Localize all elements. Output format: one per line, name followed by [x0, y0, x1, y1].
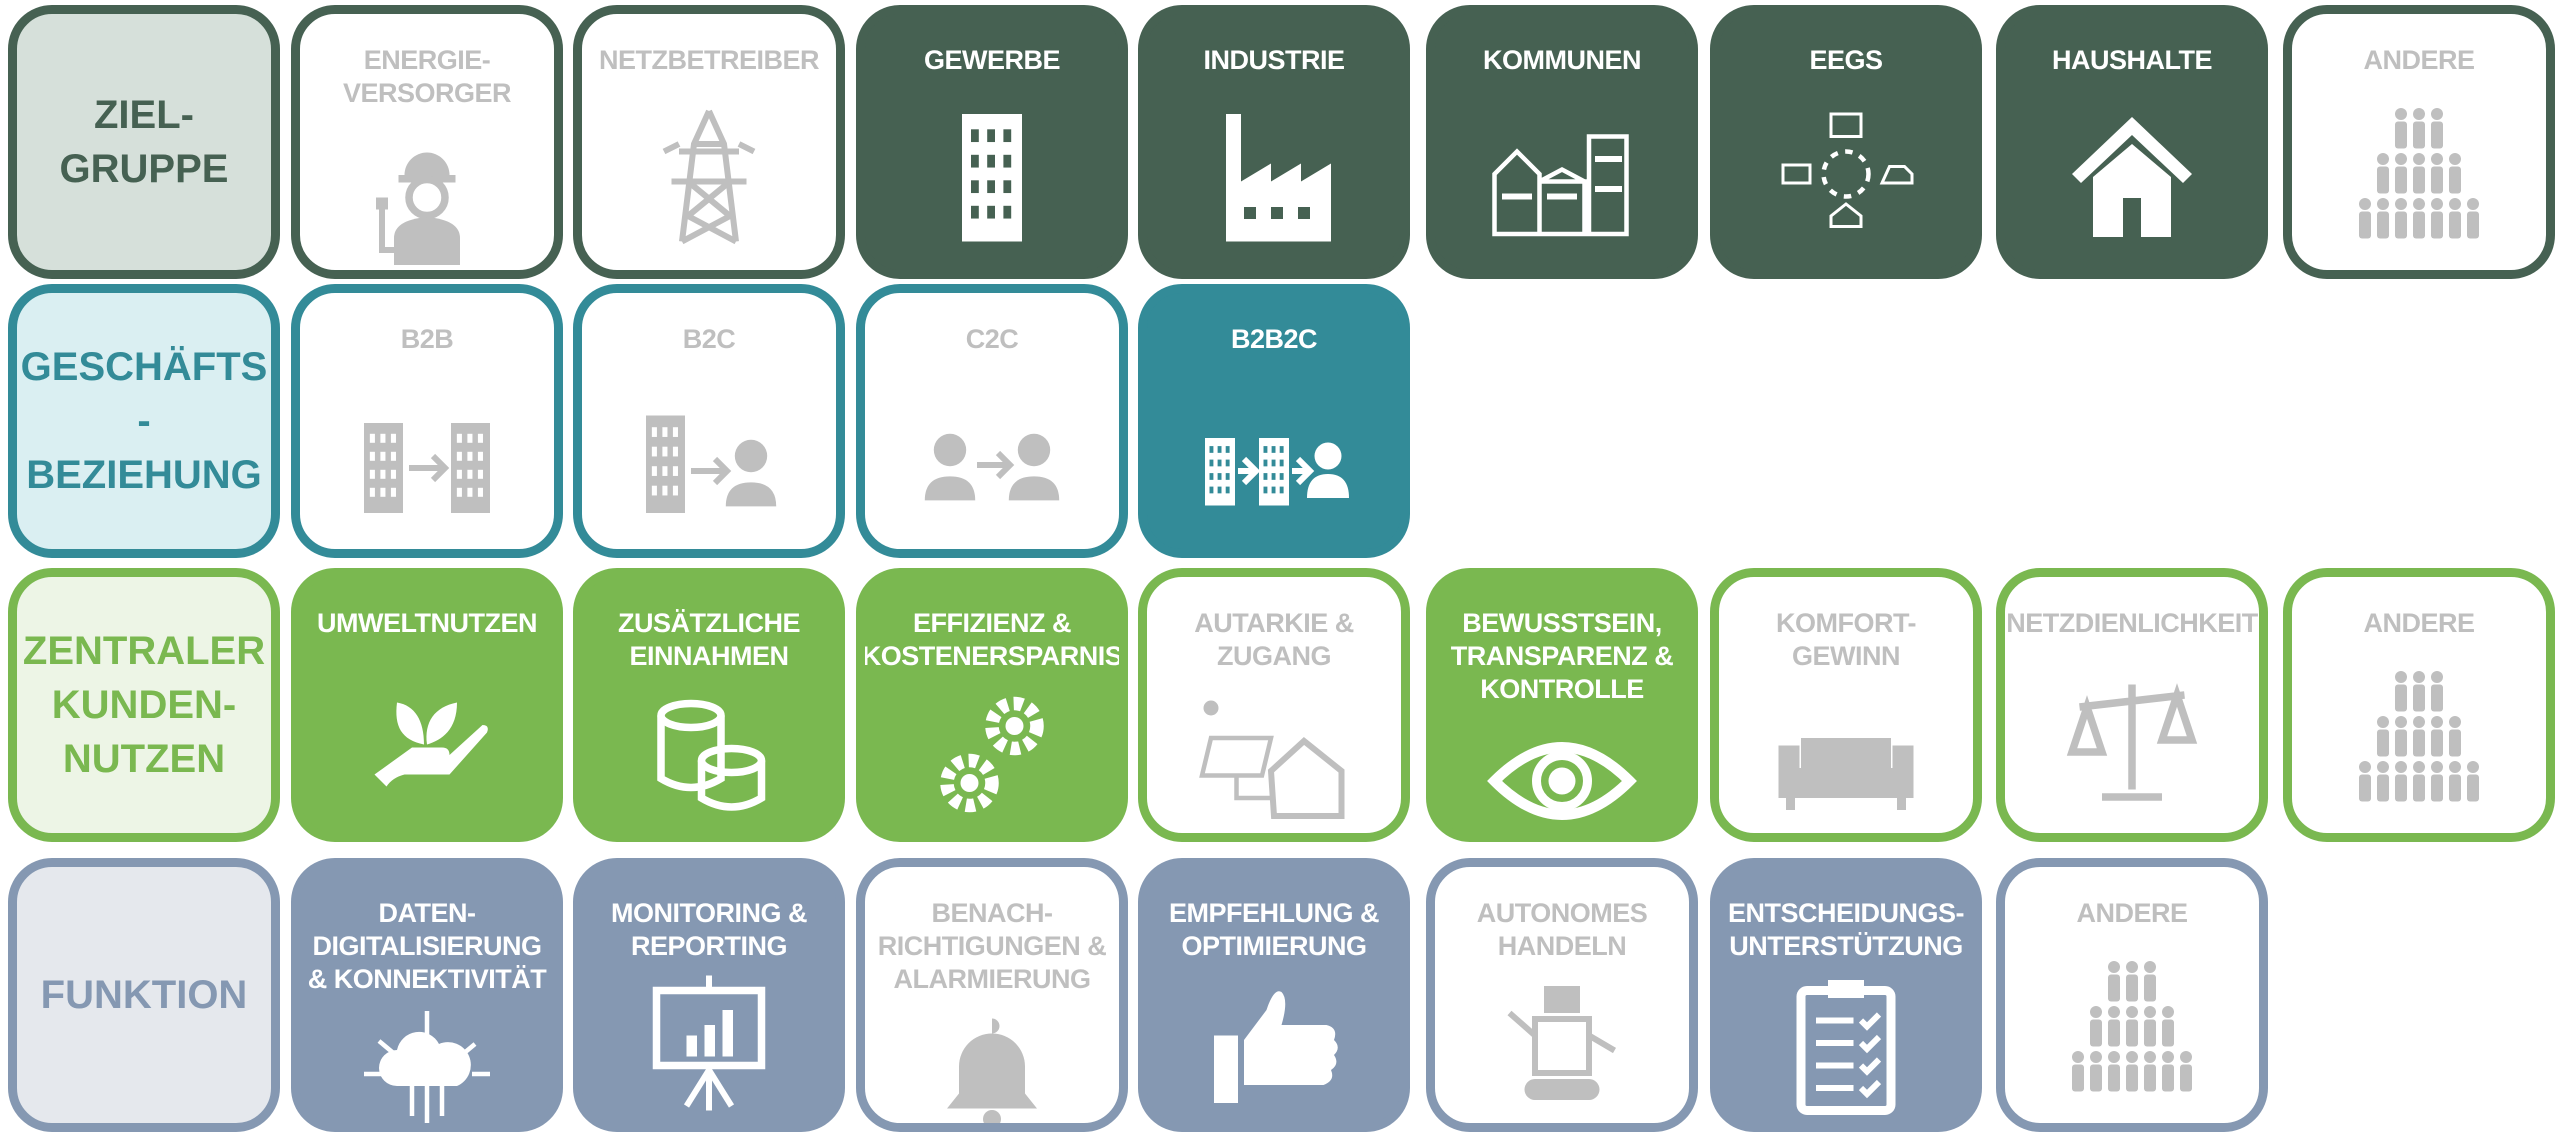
- bell-icon: [865, 996, 1119, 1123]
- option-label: ANDERE: [2076, 898, 2188, 928]
- option-tile-geschaeftsbeziehung-3[interactable]: C2C: [856, 284, 1128, 558]
- option-tile-funktion-5[interactable]: AUTONOMES HANDELN: [1426, 858, 1698, 1132]
- row-header-geschaeftsbeziehung: GESCHÄFTS -BEZIEHUNG: [8, 284, 280, 558]
- option-tile-kundennutzen-4[interactable]: AUTARKIE & ZUGANG: [1138, 568, 1410, 842]
- sofa-icon: [1719, 673, 1973, 833]
- option-label: NETZDIENLICHKEIT: [2006, 608, 2258, 638]
- option-tile-funktion-1[interactable]: DATEN- DIGITALISIERUNG & KONNEKTIVITÄT: [291, 858, 563, 1132]
- option-label: MONITORING & REPORTING: [611, 898, 808, 961]
- option-label: AUTONOMES HANDELN: [1476, 898, 1648, 961]
- option-tile-funktion-7[interactable]: ANDERE: [1996, 858, 2268, 1132]
- clipboard-checklist-icon: [1719, 963, 1973, 1123]
- option-tile-geschaeftsbeziehung-1[interactable]: B2B: [291, 284, 563, 558]
- worker-icon: [300, 110, 554, 270]
- row-header-label: GESCHÄFTS -BEZIEHUNG: [20, 345, 268, 497]
- option-tile-zielgruppe-6[interactable]: EEGS: [1710, 5, 1982, 279]
- people-group-icon: [2292, 77, 2546, 270]
- option-tile-funktion-2[interactable]: MONITORING & REPORTING: [573, 858, 845, 1132]
- option-tile-geschaeftsbeziehung-2[interactable]: B2C: [573, 284, 845, 558]
- option-tile-zielgruppe-5[interactable]: KOMMUNEN: [1426, 5, 1698, 279]
- option-tile-funktion-6[interactable]: ENTSCHEIDUNGS- UNTERSTÜTZUNG: [1710, 858, 1982, 1132]
- row-header-funktion: FUNKTION: [8, 858, 280, 1132]
- row-header-kundennutzen: ZENTRALER KUNDEN- NUTZEN: [8, 568, 280, 842]
- c2c-icon: [865, 356, 1119, 549]
- option-label: ENTSCHEIDUNGS- UNTERSTÜTZUNG: [1727, 898, 1965, 961]
- row-header-label: ZENTRALER KUNDEN- NUTZEN: [22, 629, 266, 781]
- option-tile-kundennutzen-5[interactable]: BEWUSSTSEIN, TRANSPARENZ & KONTROLLE: [1426, 568, 1698, 842]
- option-tile-funktion-4[interactable]: EMPFEHLUNG & OPTIMIERUNG: [1138, 858, 1410, 1132]
- option-tile-zielgruppe-8[interactable]: ANDERE: [2283, 5, 2555, 279]
- option-label: ZUSÄTZLICHE EINNAHMEN: [618, 608, 800, 671]
- option-tile-zielgruppe-3[interactable]: GEWERBE: [856, 5, 1128, 279]
- robot-icon: [1435, 963, 1689, 1123]
- option-tile-kundennutzen-3[interactable]: EFFIZIENZ & KOSTENERSPARNIS: [856, 568, 1128, 842]
- town-icon: [1435, 77, 1689, 270]
- solar-house-icon: [1147, 673, 1401, 833]
- option-tile-geschaeftsbeziehung-4[interactable]: B2B2C: [1138, 284, 1410, 558]
- thumbs-up-icon: [1147, 963, 1401, 1123]
- row-header-label: ZIEL- GRUPPE: [59, 93, 229, 191]
- option-label: EMPFEHLUNG & OPTIMIERUNG: [1169, 898, 1380, 961]
- option-label: ANDERE: [2363, 45, 2475, 75]
- option-label: NETZBETREIBER: [598, 45, 820, 75]
- coins-icon: [582, 673, 836, 833]
- energy-community-icon: [1719, 77, 1973, 270]
- option-label: DATEN- DIGITALISIERUNG & KONNEKTIVITÄT: [307, 898, 547, 994]
- b2c-icon: [582, 356, 836, 549]
- option-tile-zielgruppe-1[interactable]: ENERGIE- VERSORGER: [291, 5, 563, 279]
- option-tile-kundennutzen-1[interactable]: UMWELTNUTZEN: [291, 568, 563, 842]
- option-label: BEWUSSTSEIN, TRANSPARENZ & KONTROLLE: [1450, 608, 1674, 704]
- option-label: KOMFORT- GEWINN: [1776, 608, 1916, 671]
- pylon-icon: [582, 77, 836, 270]
- option-label: EFFIZIENZ & KOSTENERSPARNIS: [861, 608, 1123, 671]
- office-building-icon: [865, 77, 1119, 270]
- option-label: HAUSHALTE: [2052, 45, 2213, 75]
- option-tile-funktion-3[interactable]: BENACH- RICHTIGUNGEN & ALARMIERUNG: [856, 858, 1128, 1132]
- option-label: AUTARKIE & ZUGANG: [1194, 608, 1354, 671]
- option-tile-zielgruppe-2[interactable]: NETZBETREIBER: [573, 5, 845, 279]
- scale-icon: [2005, 640, 2259, 833]
- option-label: ENERGIE- VERSORGER: [342, 45, 512, 108]
- option-label: BENACH- RICHTIGUNGEN & ALARMIERUNG: [877, 898, 1107, 994]
- cloud-network-icon: [300, 996, 554, 1123]
- option-label: EEGS: [1809, 45, 1883, 75]
- option-tile-zielgruppe-4[interactable]: INDUSTRIE: [1138, 5, 1410, 279]
- option-label: GEWERBE: [923, 45, 1061, 75]
- option-label: UMWELTNUTZEN: [317, 608, 537, 638]
- b2b2c-icon: [1147, 356, 1401, 549]
- option-label: INDUSTRIE: [1203, 45, 1345, 75]
- row-header-label: FUNKTION: [40, 973, 248, 1017]
- eye-icon: [1435, 706, 1689, 833]
- gears-icon: [865, 673, 1119, 833]
- factory-icon: [1147, 77, 1401, 270]
- people-group-icon: [2005, 930, 2259, 1123]
- option-label: KOMMUNEN: [1483, 45, 1642, 75]
- people-group-icon: [2292, 640, 2546, 833]
- presentation-chart-icon: [582, 963, 836, 1123]
- option-tile-zielgruppe-7[interactable]: HAUSHALTE: [1996, 5, 2268, 279]
- option-tile-kundennutzen-6[interactable]: KOMFORT- GEWINN: [1710, 568, 1982, 842]
- row-header-zielgruppe: ZIEL- GRUPPE: [8, 5, 280, 279]
- option-label: C2C: [965, 324, 1019, 354]
- option-tile-kundennutzen-2[interactable]: ZUSÄTZLICHE EINNAHMEN: [573, 568, 845, 842]
- b2b-icon: [300, 356, 554, 549]
- option-tile-kundennutzen-8[interactable]: ANDERE: [2283, 568, 2555, 842]
- option-label: B2B2C: [1230, 324, 1318, 354]
- house-icon: [2005, 77, 2259, 270]
- option-label: B2B: [400, 324, 454, 354]
- hand-plant-icon: [300, 640, 554, 833]
- option-label: B2C: [682, 324, 736, 354]
- option-label: ANDERE: [2363, 608, 2475, 638]
- option-tile-kundennutzen-7[interactable]: NETZDIENLICHKEIT: [1996, 568, 2268, 842]
